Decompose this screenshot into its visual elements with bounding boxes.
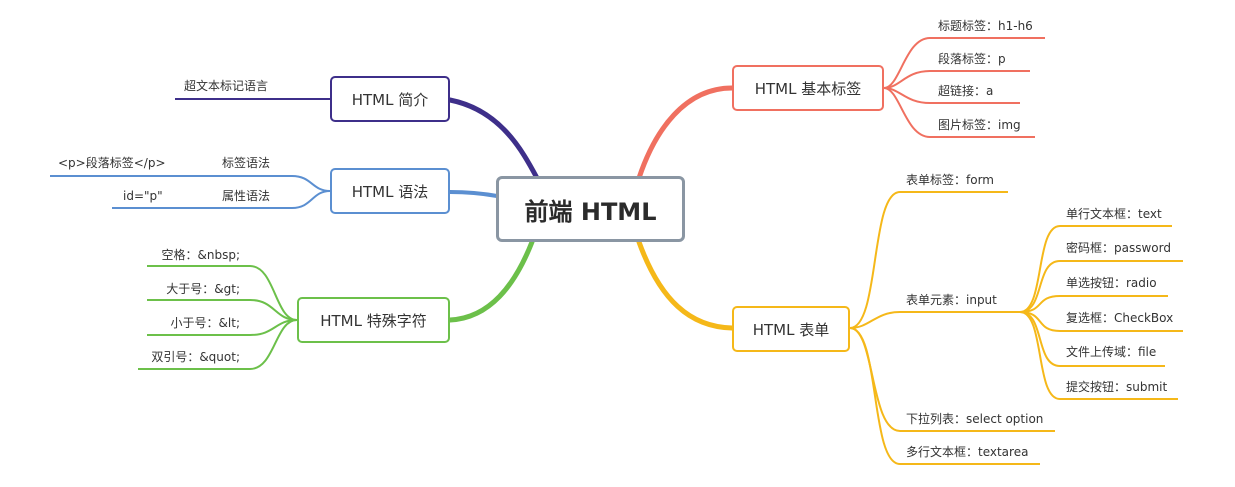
- syntax-tag-label[interactable]: 标签语法: [222, 156, 271, 170]
- input-leaf-file[interactable]: 文件上传域：file: [1066, 345, 1157, 359]
- connector-root-intro: [447, 97, 540, 181]
- branch-form-label: HTML 表单: [752, 320, 830, 339]
- connector-input-4: [1019, 311, 1183, 332]
- branch-form[interactable]: HTML 表单: [732, 306, 850, 352]
- syntax-tag-example[interactable]: <p>段落标签</p>: [58, 156, 166, 170]
- branch-intro[interactable]: HTML 简介: [330, 76, 450, 122]
- form-leaf-textarea[interactable]: 多行文本框：textarea: [906, 445, 1029, 459]
- form-leaf-form[interactable]: 表单标签：form: [906, 173, 994, 187]
- branch-basic-label: HTML 基本标签: [754, 79, 862, 98]
- connector-basic-2: [883, 70, 1030, 89]
- special-leaf-quot[interactable]: 双引号：&quot;: [151, 350, 240, 364]
- root-label: 前端 HTML: [524, 197, 657, 226]
- connector-form-input: [849, 311, 1020, 329]
- input-leaf-radio[interactable]: 单选按钮：radio: [1066, 276, 1157, 290]
- connector-special-4: [138, 319, 298, 370]
- connector-input-2: [1019, 260, 1183, 313]
- branch-special[interactable]: HTML 特殊字符: [297, 297, 450, 343]
- connector-syntax-attr: [112, 190, 331, 209]
- basic-leaf-paragraph[interactable]: 段落标签：p: [938, 52, 1006, 66]
- connector-input-3: [1019, 295, 1168, 313]
- intro-leaf[interactable]: 超文本标记语言: [184, 79, 269, 93]
- branch-syntax[interactable]: HTML 语法: [330, 168, 450, 214]
- basic-leaf-image[interactable]: 图片标签：img: [938, 118, 1021, 132]
- branch-special-label: HTML 特殊字符: [320, 311, 427, 330]
- connector-special-1: [147, 265, 298, 321]
- connector-root-syntax: [448, 190, 499, 198]
- branch-intro-label: HTML 简介: [351, 90, 429, 109]
- input-leaf-password[interactable]: 密码框：password: [1066, 241, 1171, 255]
- form-leaf-select[interactable]: 下拉列表：select option: [906, 412, 1044, 426]
- basic-leaf-heading[interactable]: 标题标签：h1-h6: [938, 19, 1033, 33]
- special-leaf-lt[interactable]: 小于号：&lt;: [170, 316, 240, 330]
- special-leaf-gt[interactable]: 大于号：&gt;: [166, 282, 240, 296]
- branch-syntax-label: HTML 语法: [351, 182, 429, 201]
- connector-basic-1: [883, 37, 1045, 89]
- connector-root-form: [636, 239, 735, 331]
- input-leaf-text[interactable]: 单行文本框：text: [1066, 207, 1162, 221]
- syntax-attr-label[interactable]: 属性语法: [222, 189, 271, 203]
- root-node[interactable]: 前端 HTML: [496, 176, 685, 242]
- connector-syntax-tag: [50, 175, 331, 192]
- connector-input-1: [1019, 225, 1172, 313]
- basic-leaf-link[interactable]: 超链接：a: [938, 84, 994, 98]
- input-leaf-checkbox[interactable]: 复选框：CheckBox: [1066, 311, 1174, 325]
- connector-form-textarea: [849, 327, 1040, 465]
- connector-root-special: [447, 239, 535, 323]
- syntax-attr-example[interactable]: id="p": [123, 189, 163, 203]
- special-leaf-nbsp[interactable]: 空格：&nbsp;: [161, 248, 241, 262]
- connector-special-2: [147, 299, 298, 321]
- connector-basic-4: [883, 87, 1035, 138]
- connector-input-6: [1019, 311, 1178, 400]
- input-leaf-submit[interactable]: 提交按钮：submit: [1066, 380, 1168, 394]
- form-leaf-input[interactable]: 表单元素：input: [906, 293, 997, 307]
- branch-basic[interactable]: HTML 基本标签: [732, 65, 884, 111]
- connector-form-tag: [849, 191, 1008, 329]
- connector-root-basic: [636, 85, 735, 181]
